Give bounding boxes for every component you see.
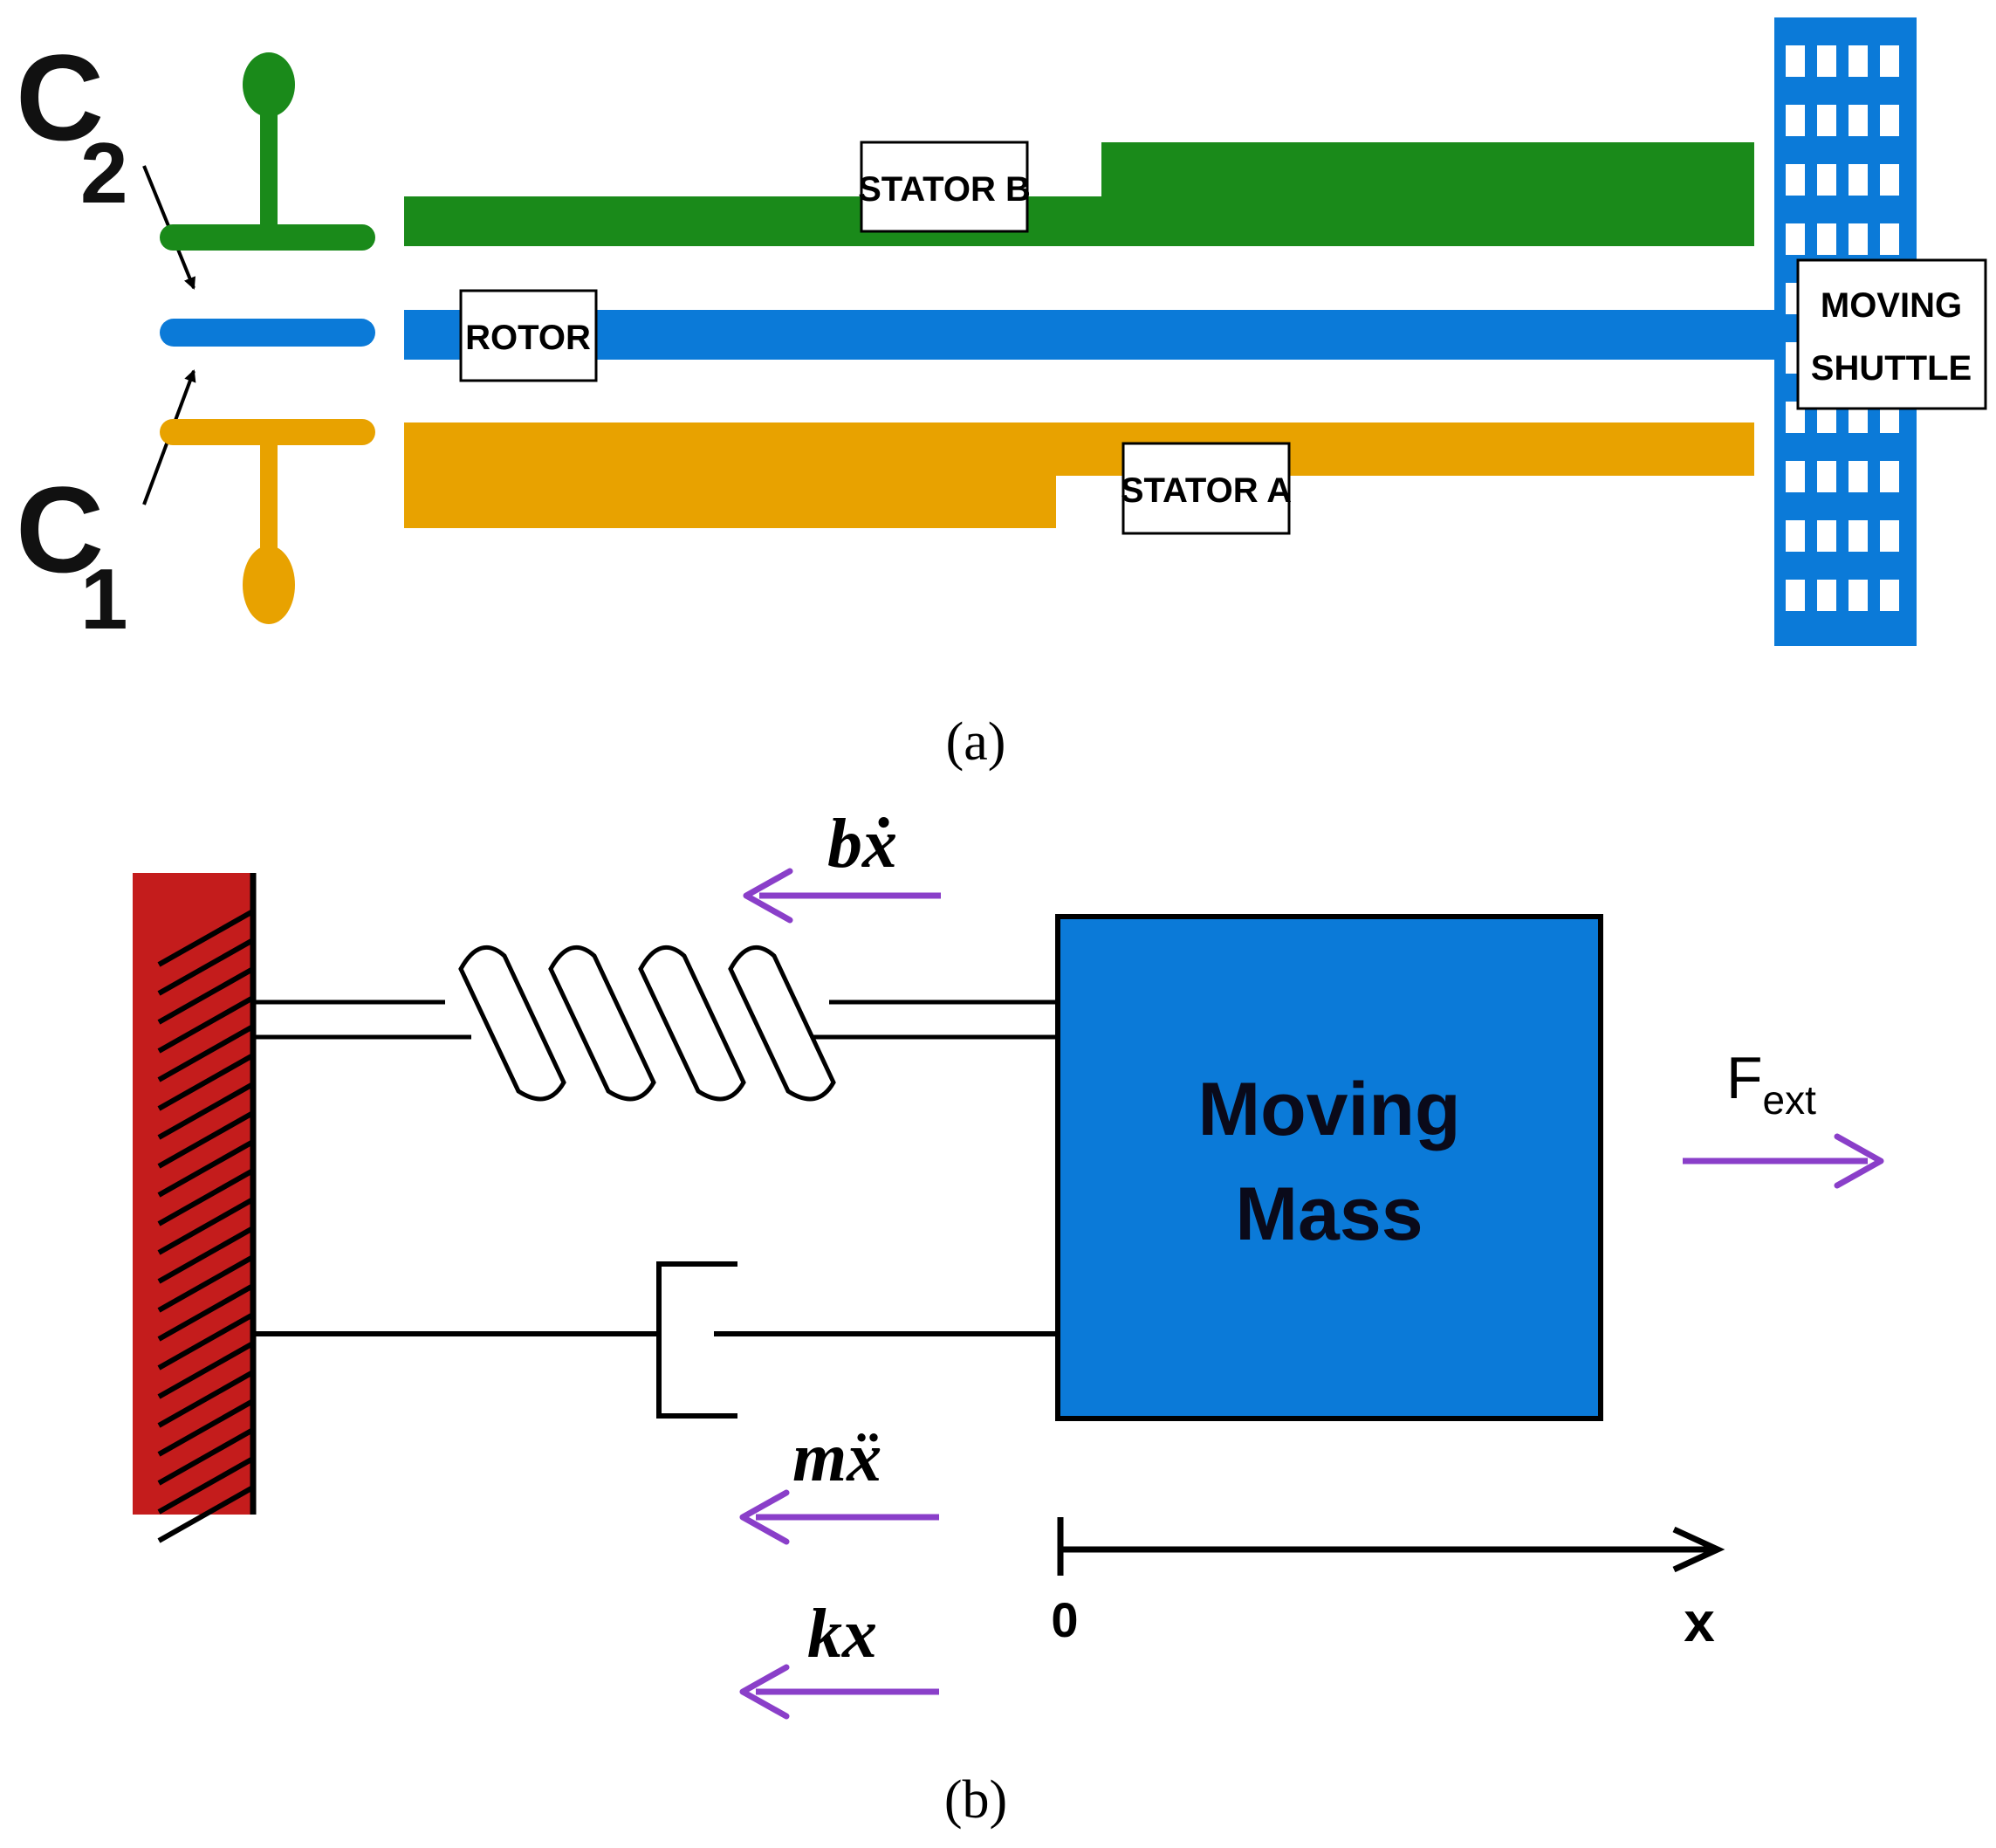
wall-hatch-line xyxy=(157,1342,253,1399)
shuttle-perforation xyxy=(1786,164,1805,196)
wall-hatch-line xyxy=(157,938,253,996)
external-force-arrowhead xyxy=(1834,1133,1884,1189)
wall-hatch-line xyxy=(157,1428,253,1486)
shuttle-perforation xyxy=(1880,461,1899,492)
spring-coil xyxy=(728,945,836,1102)
shuttle-label-line2: SHUTTLE xyxy=(1811,349,1972,388)
inertia-force-arrowhead xyxy=(739,1489,790,1545)
cap2-letter: C xyxy=(16,29,104,166)
caption-a: (a) xyxy=(946,712,1006,772)
cap1-subscript: 1 xyxy=(80,551,128,647)
wall-hatch-line xyxy=(157,1371,253,1428)
wall-hatch-line xyxy=(157,1140,253,1198)
shuttle-perforation xyxy=(1880,45,1899,77)
mass-label-line1: Moving xyxy=(1198,1068,1461,1151)
spring-force-arrowhead xyxy=(739,1664,790,1720)
caption-b: (b) xyxy=(944,1770,1007,1830)
wall-hatch-line xyxy=(157,1255,253,1313)
shuttle-perforation xyxy=(1817,520,1836,552)
shuttle-label-line1: MOVING xyxy=(1821,286,1962,325)
stator-b xyxy=(404,142,1754,246)
spring-coil xyxy=(548,945,656,1102)
shuttle-perforation xyxy=(1817,164,1836,196)
shuttle-perforation xyxy=(1786,580,1805,611)
wall-hatch-line xyxy=(157,1457,253,1515)
shuttle-perforation xyxy=(1849,164,1868,196)
axis-x-label: x xyxy=(1684,1590,1715,1653)
mass-label-line2: Mass xyxy=(1235,1172,1423,1256)
shuttle-perforation xyxy=(1786,105,1805,136)
stator-a xyxy=(404,422,1754,528)
spring-coil xyxy=(638,945,746,1102)
wall-hatch-line xyxy=(157,1169,253,1226)
shuttle-perforation xyxy=(1786,45,1805,77)
shuttle-perforation xyxy=(1880,223,1899,255)
wall-hatch-line xyxy=(157,1486,253,1543)
capacitor-bottom-plate xyxy=(160,419,375,624)
shuttle-perforation xyxy=(1817,223,1836,255)
shuttle-perforation xyxy=(1817,105,1836,136)
shuttle-perforation xyxy=(1817,461,1836,492)
shuttle-perforation xyxy=(1786,223,1805,255)
shuttle-perforation xyxy=(1849,461,1868,492)
wall-hatch-line xyxy=(157,1284,253,1342)
wall-hatch-line xyxy=(157,967,253,1025)
damping-force-label: bẋ xyxy=(827,806,897,883)
shuttle-perforation xyxy=(1817,580,1836,611)
stator-b-label-box: STATOR B xyxy=(858,141,1031,233)
spring xyxy=(255,945,1058,1102)
shuttle-perforation xyxy=(1849,223,1868,255)
stator-b-label: STATOR B xyxy=(858,170,1031,209)
shuttle-perforation xyxy=(1849,105,1868,136)
moving-mass xyxy=(1055,914,1603,1421)
stator-a-label-box: STATOR A xyxy=(1121,442,1292,535)
shuttle-perforation xyxy=(1880,580,1899,611)
shuttle-perforation xyxy=(1817,45,1836,77)
wall-hatch-line xyxy=(157,1198,253,1255)
shuttle-perforation xyxy=(1880,105,1899,136)
damping-force-arrowhead xyxy=(743,868,793,924)
spring-force-label: kx xyxy=(807,1596,877,1673)
external-force-label: Fext xyxy=(1726,1045,1816,1123)
capacitor-middle-plate xyxy=(160,319,375,347)
wall-hatch-line xyxy=(157,996,253,1054)
shuttle-perforation xyxy=(1786,520,1805,552)
spring-coil xyxy=(458,945,566,1102)
panel-b: Moving Mass bẋ mẍ kx Fext 0 x (b) xyxy=(133,806,1884,1830)
fixed-wall xyxy=(133,873,257,1543)
capacitor-top-plate xyxy=(160,52,375,251)
displacement-axis xyxy=(1057,1517,1725,1576)
cap2-subscript: 2 xyxy=(80,125,128,221)
stator-a-label: STATOR A xyxy=(1121,471,1292,510)
wall-hatch-line xyxy=(157,1111,253,1169)
shuttle-perforation xyxy=(1849,520,1868,552)
damper xyxy=(255,1261,1058,1419)
wall-hatch-line xyxy=(157,1082,253,1140)
wall-hatch-line xyxy=(157,1226,253,1284)
shuttle-label-box: MOVING SHUTTLE xyxy=(1796,258,1987,410)
axis-origin-label: 0 xyxy=(1051,1592,1078,1647)
wall-hatch-line xyxy=(157,1054,253,1111)
panel-a: C 2 C 1 xyxy=(16,17,1987,772)
rotor-label: ROTOR xyxy=(465,319,591,357)
shuttle-perforation xyxy=(1880,520,1899,552)
wall-hatch-line xyxy=(157,1025,253,1082)
wall-hatch-line xyxy=(157,1399,253,1457)
shuttle-perforation xyxy=(1880,164,1899,196)
wall-hatch-line xyxy=(157,1313,253,1371)
shuttle-perforation xyxy=(1849,580,1868,611)
wall-hatch-line xyxy=(157,910,253,967)
rotor xyxy=(404,310,1783,360)
shuttle-perforation xyxy=(1849,45,1868,77)
shuttle-perforation xyxy=(1786,461,1805,492)
inertia-force-label: mẍ xyxy=(792,1419,881,1496)
cap1-letter: C xyxy=(16,461,104,598)
rotor-label-box: ROTOR xyxy=(459,289,598,382)
